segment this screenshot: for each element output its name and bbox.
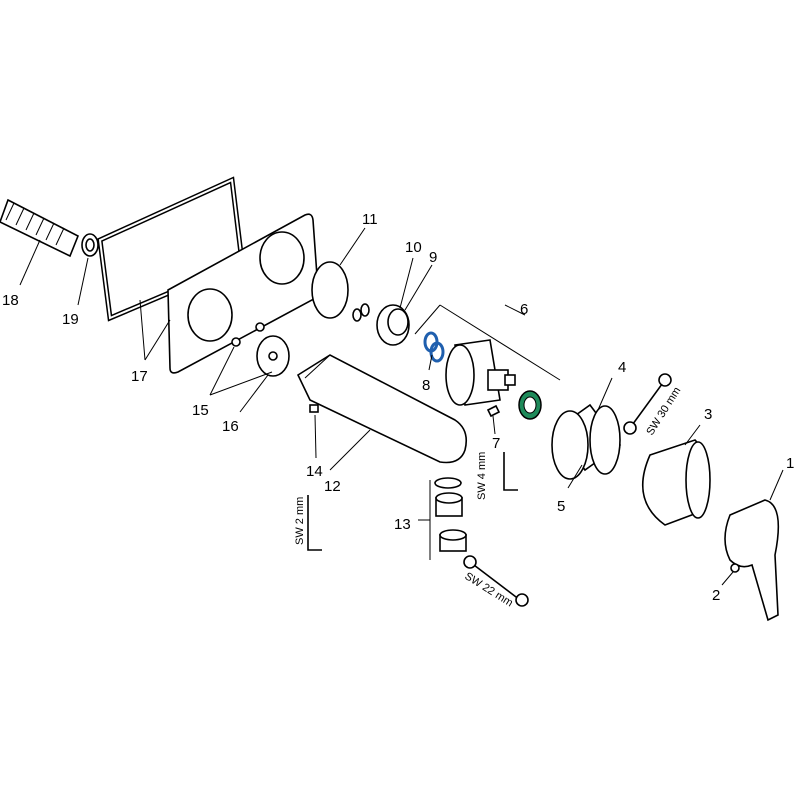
label-10: 10 [405,239,422,256]
label-sw-2mm: SW 2 mm [294,497,306,545]
part-9-valve-body [376,304,410,346]
label-sw-4mm: SW 4 mm [476,452,488,500]
label-18: 18 [2,292,19,309]
part-6-cartridge [445,339,542,420]
part-3-cap [642,439,711,526]
label-9: 9 [429,249,437,266]
part-13-aerator [434,477,467,552]
part-labels: 1 2 3 4 5 6 7 8 9 10 11 12 13 14 15 16 1… [2,211,794,604]
label-11: 11 [362,211,378,228]
part-17-cover-plate [167,213,319,374]
label-5: 5 [557,498,565,515]
label-12: 12 [324,478,341,495]
part-8-o-rings [423,331,445,363]
part-15-screws [231,322,265,347]
label-13: 13 [394,516,411,533]
part-18-flex-hose [0,198,80,258]
label-8: 8 [422,377,430,394]
part-14-grub-screw [309,404,319,413]
wrench-30mm-icon [623,373,672,435]
label-16: 16 [222,418,239,435]
part-2-screw [730,563,740,573]
label-4: 4 [618,359,626,376]
label-6: 6 [520,301,528,318]
label-7: 7 [492,435,500,452]
leader-lines [19,227,784,586]
part-10-clips [352,303,370,322]
label-15: 15 [192,402,209,419]
part-11-ring [311,261,349,319]
part-1-lever-handle [724,499,780,622]
hex-key-2mm-icon [307,495,322,551]
hex-key-4mm-icon [503,452,518,491]
wrench-22mm-icon [463,555,529,607]
part-12-spout [296,354,468,464]
part-7-screw [486,404,501,418]
part-19-connector [81,233,99,257]
label-3: 3 [704,406,712,423]
label-14: 14 [306,463,323,480]
label-1: 1 [786,455,794,472]
label-sw-30mm: SW 30 mm [644,385,683,437]
part-16-flange [256,335,290,377]
label-2: 2 [712,587,720,604]
part-4-sleeve [551,403,622,480]
label-17: 17 [131,368,148,385]
label-19: 19 [62,311,79,328]
